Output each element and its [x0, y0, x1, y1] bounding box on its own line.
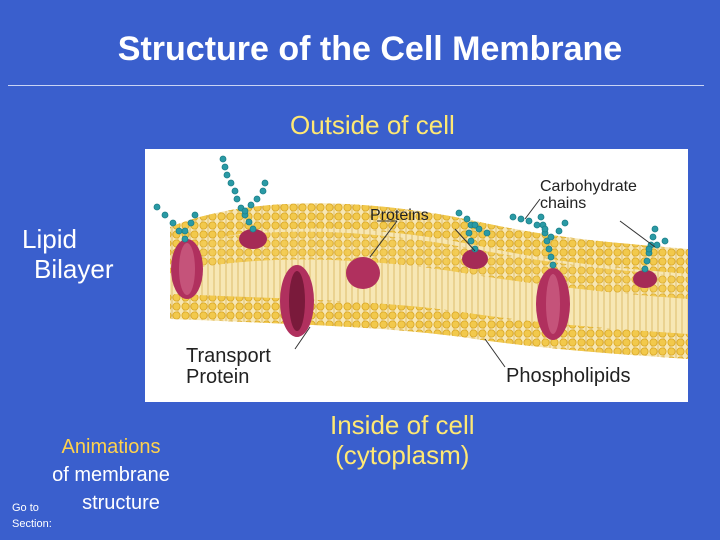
transport-label-line1: Transport — [186, 345, 271, 367]
carbohydrate-chains-label: Carbohydrate chains — [540, 178, 637, 212]
inside-label-line1: Inside of cell — [330, 410, 475, 440]
go-to-section[interactable]: Go to Section: — [12, 500, 52, 532]
lipid-label-line2: Bilayer — [34, 254, 114, 284]
carbohydrate-label-line1: Carbohydrate — [540, 178, 637, 195]
membrane-svg — [153, 155, 688, 368]
animations-link-line3[interactable]: structure — [82, 492, 160, 514]
phospholipids-label: Phospholipids — [506, 365, 631, 387]
title-divider — [8, 85, 704, 86]
leader-lines — [294, 198, 656, 368]
carbohydrate-chains — [153, 155, 669, 273]
inside-label-line2: (cytoplasm) — [335, 440, 470, 470]
goto-line1[interactable]: Go to — [12, 502, 39, 514]
carbohydrate-label-line2: chains — [540, 195, 587, 212]
lipid-label-line1: Lipid — [22, 224, 77, 254]
membrane-illustration — [145, 149, 688, 402]
outside-cell-label: Outside of cell — [290, 110, 455, 140]
transport-label-line2: Protein — [186, 366, 250, 388]
animations-link-line2[interactable]: of membrane — [52, 464, 170, 486]
lipid-bilayer-label: Lipid Bilayer — [22, 224, 113, 284]
animations-link-line1[interactable]: Animations — [61, 436, 161, 458]
inside-cell-label: Inside of cell (cytoplasm) — [330, 410, 475, 470]
membrane-proteins — [171, 229, 657, 340]
slide-title: Structure of the Cell Membrane — [117, 30, 623, 68]
animations-link[interactable]: Animations of membrane structure — [38, 433, 184, 517]
proteins-label: Proteins — [370, 207, 429, 224]
lipid-bilayer — [170, 203, 688, 359]
goto-line2[interactable]: Section: — [12, 518, 52, 530]
transport-protein-label: Transport Protein — [186, 346, 271, 388]
